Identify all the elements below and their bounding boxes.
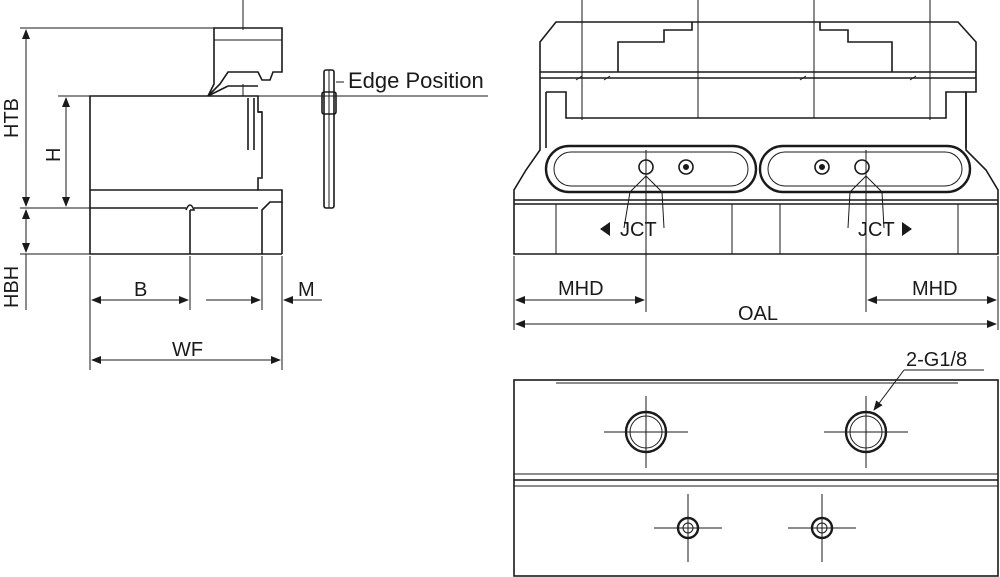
jct-left-label: JCT: [620, 219, 657, 241]
hbh-label: HBH: [1, 266, 23, 308]
edge-position-blade: [321, 69, 337, 209]
bottom-body: [513, 379, 999, 577]
side-view: Edge Position HTB H HBH B M WF: [1, 0, 488, 370]
htb-label: HTB: [1, 98, 23, 138]
oal-label: OAL: [738, 303, 778, 325]
wf-label: WF: [172, 339, 203, 361]
m-label: M: [298, 279, 315, 301]
bottom-view: 2-G1/8: [513, 349, 999, 577]
top-jaw: [207, 27, 283, 97]
slot-right: [758, 144, 972, 194]
jct-right-label: JCT: [858, 219, 895, 241]
locating-hole-right: [854, 159, 870, 175]
slot-left: [544, 144, 758, 194]
edge-position-label: Edge Position: [348, 68, 484, 93]
mhd-right-label: MHD: [912, 278, 958, 300]
h-label: H: [43, 148, 65, 162]
b-label: B: [134, 279, 147, 301]
front-view: JCT JCT MHD MHD OAL: [513, 0, 999, 330]
port-callout-label: 2-G1/8: [906, 349, 967, 371]
mhd-left-label: MHD: [558, 278, 604, 300]
front-body: [513, 21, 999, 255]
